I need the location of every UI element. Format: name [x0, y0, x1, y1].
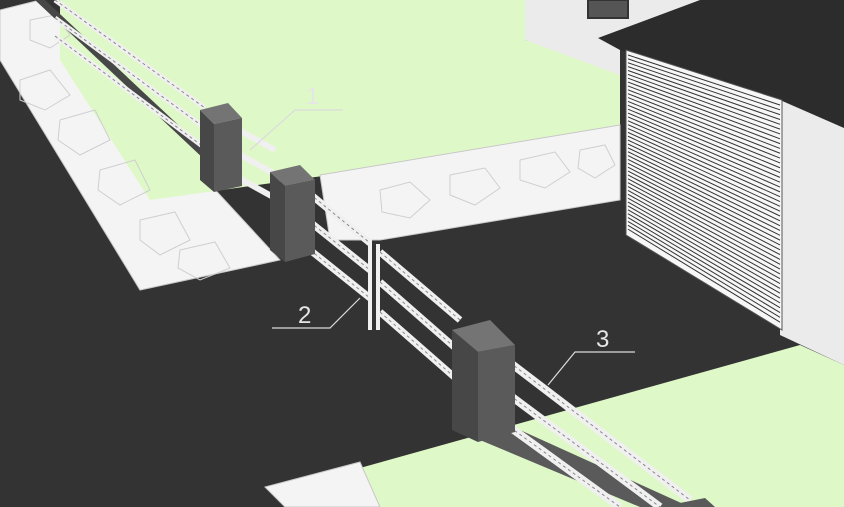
garage-slat: [627, 89, 781, 149]
garage-slat: [627, 166, 781, 246]
fence-pillar-4: [680, 498, 715, 507]
front-lawn-right: [360, 345, 844, 507]
garage-slat: [627, 108, 781, 174]
garage-slat: [627, 170, 781, 251]
garage-slat: [627, 85, 781, 145]
garage-slat: [627, 178, 781, 260]
garage-slat: [627, 224, 781, 318]
garage-slat: [627, 197, 781, 285]
garage-slat: [627, 62, 781, 116]
garage-slat: [627, 116, 781, 183]
garage-slat: [627, 228, 781, 323]
garage-slat: [627, 155, 781, 231]
garage-slat: [627, 100, 781, 164]
garage-slat: [627, 120, 781, 188]
garage-slat: [627, 66, 781, 120]
paving-strip-house: [319, 124, 621, 241]
garage-slat: [627, 54, 781, 106]
house-window: [587, 0, 629, 19]
garage-slat: [627, 174, 781, 256]
garage-slat: [627, 70, 781, 125]
garage-slat: [627, 201, 781, 289]
garage-slat: [627, 77, 781, 135]
garage-slat: [627, 104, 781, 169]
fence-pillar-1: [200, 103, 242, 192]
garage-slat: [627, 97, 781, 159]
callout-leaders: [249, 109, 635, 386]
callout-2: 2: [298, 302, 311, 329]
fence-pillar-3: [452, 320, 515, 442]
garage-slat: [627, 143, 781, 217]
garage-slat: [627, 151, 781, 227]
garage-slat: [627, 162, 781, 241]
garage-door-slats: [627, 54, 781, 323]
garage-slat: [627, 135, 781, 207]
garage-slat: [627, 147, 781, 222]
garage-slat: [627, 93, 781, 154]
house-wall-right: [780, 100, 844, 365]
gate: [302, 187, 463, 385]
garage-slat: [627, 213, 781, 304]
fence-pillar-2: [270, 165, 315, 262]
callout-3: 3: [596, 326, 609, 353]
callout-1: 1: [306, 83, 319, 110]
garage-slat: [627, 73, 781, 130]
garage-slat: [627, 205, 781, 294]
garage-slat: [627, 124, 781, 193]
garage-slat: [627, 182, 781, 265]
garage-slat: [627, 131, 781, 202]
house-roof: [598, 0, 844, 128]
garage-slat: [627, 193, 781, 280]
garage-slat: [627, 217, 781, 309]
garage-slat: [627, 139, 781, 212]
garage-slat: [627, 186, 781, 270]
garage-slat: [627, 189, 781, 275]
garage-slat: [627, 159, 781, 236]
garage-slat: [627, 128, 781, 198]
garage-slat: [627, 220, 781, 313]
back-fence-base: [35, 0, 205, 160]
garage-slat: [627, 58, 781, 111]
front-paving: [264, 461, 381, 507]
garage-slat: [627, 81, 781, 140]
garage-slat: [627, 209, 781, 299]
garage-slat: [627, 112, 781, 178]
